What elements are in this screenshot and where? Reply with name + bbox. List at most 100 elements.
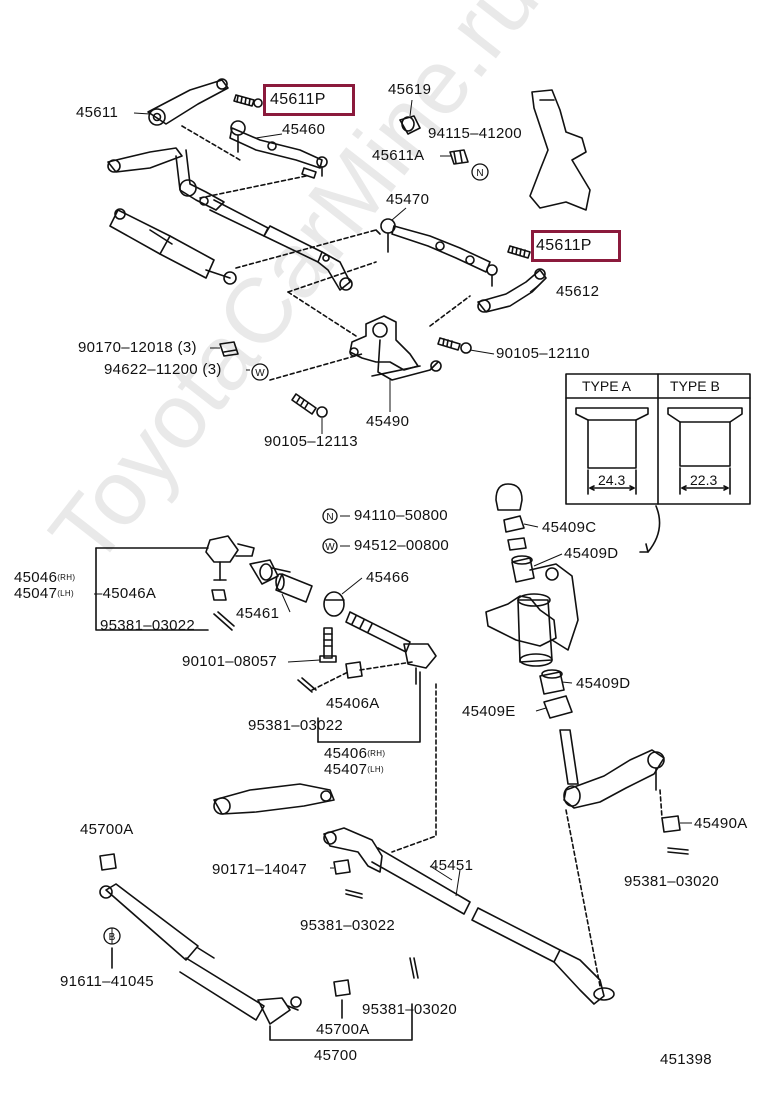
- label-45700[interactable]: 45700: [314, 1047, 358, 1064]
- label-45407[interactable]: 45407(LH): [324, 762, 384, 778]
- bushing-45409d-top: [507, 537, 535, 583]
- dust-cover-45409c: [495, 483, 525, 533]
- label-45619[interactable]: 45619: [388, 81, 432, 98]
- idler-arm-45612: [477, 268, 547, 313]
- label-rh: (RH): [57, 573, 76, 582]
- marker-w-2: W: [325, 542, 335, 553]
- idler-arm-lower: [559, 729, 665, 809]
- dash-3: [235, 229, 377, 269]
- label-45046-num: 45046: [14, 569, 58, 586]
- label-45451[interactable]: 45451: [430, 857, 474, 874]
- cotter-pin-b: [297, 677, 317, 693]
- type-a-dimension: 24.3: [598, 472, 626, 488]
- label-95381-03020-a[interactable]: 95381–03020: [624, 873, 720, 890]
- bracket-45406: [317, 671, 421, 743]
- nut-45046a: [211, 589, 227, 601]
- label-45700a-left[interactable]: 45700A: [80, 821, 134, 838]
- bolt-90101: [319, 627, 337, 663]
- bolt-90105-12113: [291, 393, 328, 418]
- label-45490a[interactable]: 45490A: [694, 815, 748, 832]
- label-45409c[interactable]: 45409C: [542, 519, 597, 536]
- pitman-arm-top: [147, 78, 229, 126]
- label-94115-41200[interactable]: 94115–41200: [428, 125, 522, 142]
- drag-link-upper: [107, 147, 353, 291]
- label-45046[interactable]: 45046(RH): [14, 570, 75, 586]
- steering-knuckle: [529, 89, 591, 211]
- label-95381-03022-a[interactable]: 95381–03022: [100, 617, 196, 634]
- relay-rod-45470: [380, 218, 498, 287]
- label-90170-12018[interactable]: 90170–12018 (3): [78, 339, 197, 356]
- label-45406[interactable]: 45406(RH): [324, 746, 385, 762]
- label-45700a-bottom[interactable]: 45700A: [316, 1021, 370, 1038]
- drag-link-45451: [323, 827, 615, 1005]
- damper-upper: [109, 208, 237, 285]
- marker-n-1: N: [476, 168, 483, 179]
- type-b-dimension: 22.3: [690, 472, 718, 488]
- label-94622-11200[interactable]: 94622–11200 (3): [104, 361, 222, 378]
- label-90101-08057[interactable]: 90101–08057: [182, 653, 278, 670]
- label-45046a[interactable]: –45046A: [94, 585, 157, 602]
- label-45470[interactable]: 45470: [386, 191, 430, 208]
- type-a-title: TYPE A: [582, 378, 632, 394]
- idler-bracket-45490: [349, 315, 442, 381]
- label-91611-41045[interactable]: 91611–41045: [60, 973, 154, 990]
- nut-45700a-left: [99, 853, 117, 871]
- cotter-pin-e: [409, 957, 419, 979]
- label-95381-03022-b[interactable]: 95381–03022: [248, 717, 344, 734]
- pitman-arm-lower: [213, 783, 335, 815]
- type-b-title: TYPE B: [670, 378, 720, 394]
- label-lh: (LH): [57, 589, 74, 598]
- cotter-pin-a: [213, 611, 235, 631]
- marker-n-2: N: [326, 512, 333, 523]
- bushing-45409e: [543, 695, 573, 719]
- bracket-left: [95, 547, 209, 631]
- label-45611[interactable]: 45611: [76, 104, 119, 121]
- dash-2: [199, 175, 307, 199]
- label-45490[interactable]: 45490: [366, 413, 410, 430]
- highlight-45611p-top: [263, 84, 355, 116]
- label-90105-12110[interactable]: 90105–12110: [496, 345, 590, 362]
- label-45409d-top[interactable]: 45409D: [564, 545, 619, 562]
- nut-45490a: [661, 815, 681, 833]
- label-95381-03020-b[interactable]: 95381–03020: [362, 1001, 458, 1018]
- highlight-45611p-mid: [531, 230, 621, 262]
- label-45611a[interactable]: 45611A: [372, 147, 425, 164]
- label-95381-03022-c[interactable]: 95381–03022: [300, 917, 396, 934]
- type-box: [565, 373, 751, 505]
- bushing-45619: [399, 115, 421, 135]
- diagram-number: 451398: [660, 1051, 712, 1068]
- damper-lower: [99, 883, 302, 1025]
- label-45611p-top[interactable]: 45611P: [270, 91, 326, 108]
- label-45409e[interactable]: 45409E: [462, 703, 516, 720]
- label-45409d-bottom[interactable]: 45409D: [576, 675, 631, 692]
- bolt-90105-12110: [437, 337, 472, 354]
- cotter-pin-c: [667, 847, 689, 855]
- label-90105-12113[interactable]: 90105–12113: [264, 433, 358, 450]
- label-45407-lh: (LH): [367, 765, 384, 774]
- nut-45700a-bottom: [333, 979, 351, 997]
- label-45611p-mid[interactable]: 45611P: [536, 237, 592, 254]
- marker-w-1: W: [255, 368, 265, 379]
- marker-b: B: [109, 932, 116, 943]
- cotter-pin-d: [345, 889, 363, 899]
- label-45047-num: 45047: [14, 585, 58, 602]
- bolt-45611p-mid: [507, 245, 531, 259]
- relay-rod-45460: [229, 120, 328, 179]
- idler-body: [485, 563, 579, 667]
- label-45612[interactable]: 45612: [556, 283, 600, 300]
- label-45466[interactable]: 45466: [366, 569, 410, 586]
- label-94512-00800[interactable]: 94512–00800: [354, 537, 450, 554]
- nut-90170: [219, 341, 239, 357]
- nut-45611a: [449, 149, 469, 165]
- label-45461[interactable]: 45461: [236, 605, 280, 622]
- bushing-45409d-bot: [539, 669, 565, 695]
- label-45460[interactable]: 45460: [282, 121, 326, 138]
- label-94110-50800[interactable]: 94110–50800: [354, 507, 448, 524]
- type-arrow: [647, 505, 661, 553]
- bolt-45611p-top: [233, 94, 263, 108]
- label-45047[interactable]: 45047(LH): [14, 586, 74, 602]
- label-45406a[interactable]: 45406A: [326, 695, 380, 712]
- label-90171-14047[interactable]: 90171–14047: [212, 861, 308, 878]
- nut-90171: [333, 859, 351, 875]
